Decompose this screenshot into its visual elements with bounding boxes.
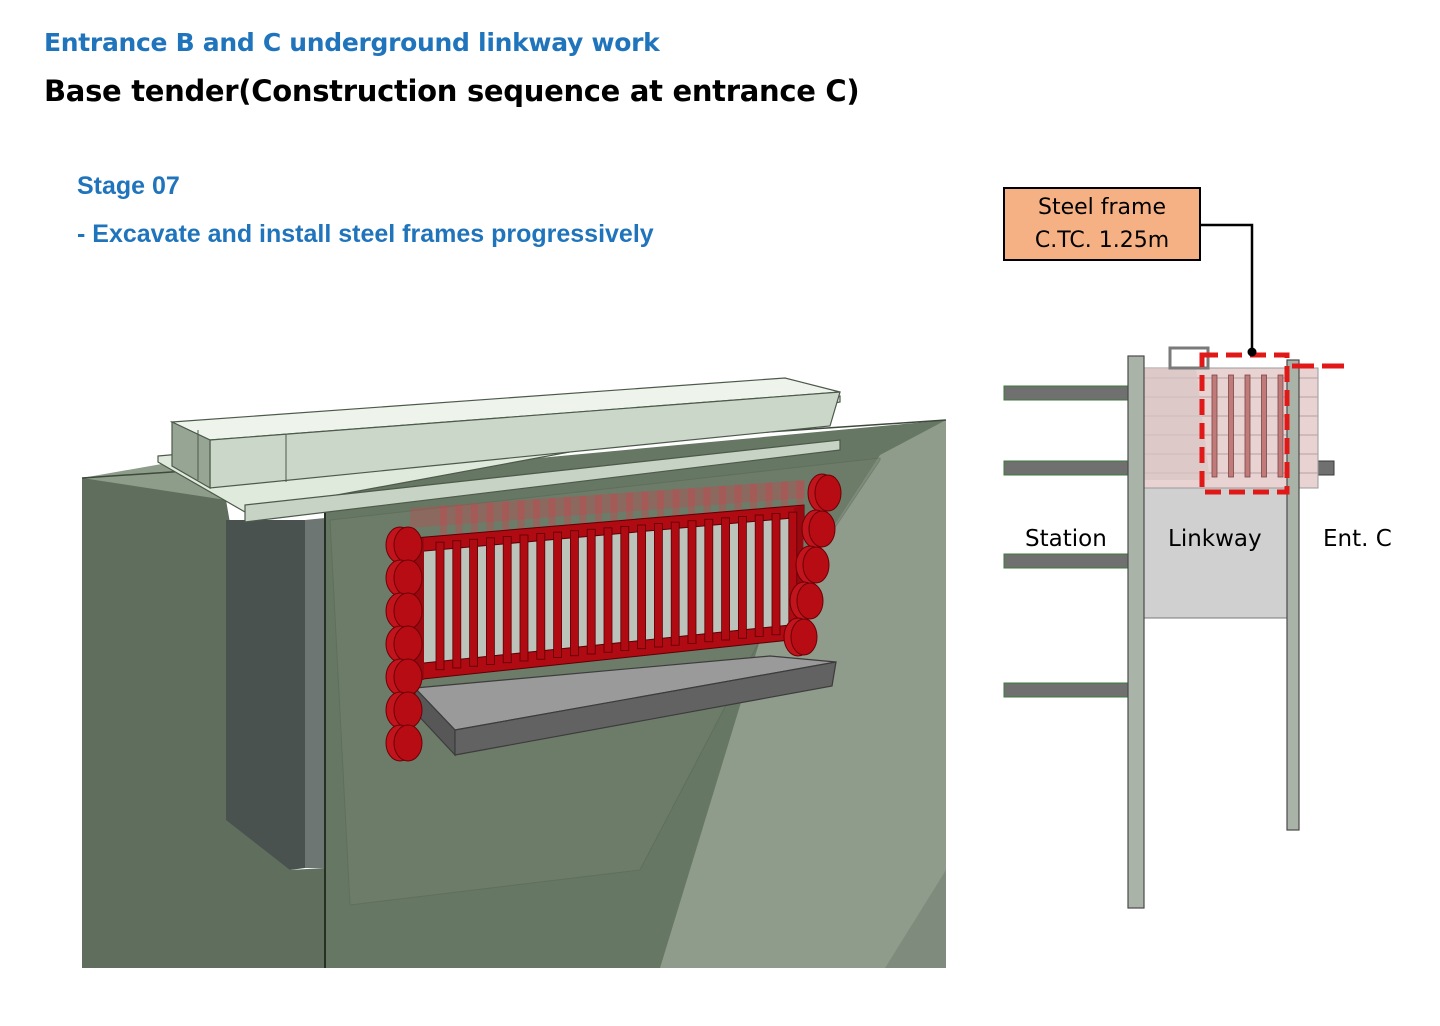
steel-frame-back-posts xyxy=(440,480,804,536)
secant-piles-right xyxy=(783,473,842,657)
soil-wedge xyxy=(1144,368,1210,480)
station-wall-front xyxy=(226,520,305,870)
section-post xyxy=(1211,374,1218,478)
secant-pile-face xyxy=(802,546,830,584)
strut-level-2 xyxy=(1003,460,1129,476)
steel-post xyxy=(536,533,546,660)
secant-pile-face xyxy=(790,618,818,656)
soil-face-light xyxy=(660,420,946,968)
callout-line-1: Steel frame xyxy=(1037,195,1166,220)
linkway-box xyxy=(1143,487,1288,619)
strut-level-3 xyxy=(1003,553,1129,569)
stage-description: - Excavate and install steel frames prog… xyxy=(77,220,654,248)
back-post xyxy=(672,489,680,520)
steel-post xyxy=(771,513,781,636)
secant-piles-left xyxy=(385,526,423,762)
back-post xyxy=(533,499,540,530)
steel-post xyxy=(485,537,495,665)
back-post xyxy=(657,490,664,521)
back-post xyxy=(688,488,695,519)
steel-post xyxy=(603,527,613,653)
label-entrance-c: Ent. C xyxy=(1323,526,1392,552)
strut-level-1 xyxy=(1003,385,1129,401)
diaphragm-wall-entrance xyxy=(1286,359,1300,831)
top-rail xyxy=(1168,346,1210,370)
steel-post xyxy=(553,531,562,658)
section-steel-posts xyxy=(1211,374,1284,478)
base-slab-side xyxy=(454,661,837,756)
soil-strip xyxy=(885,870,946,968)
steel-post xyxy=(519,534,529,662)
callout-leader xyxy=(1201,223,1254,352)
steel-post xyxy=(687,520,697,644)
back-post xyxy=(750,483,757,514)
deck-slab-front xyxy=(244,439,841,523)
back-post xyxy=(579,495,587,526)
back-post xyxy=(486,502,494,533)
steel-post xyxy=(637,524,646,650)
beam-end xyxy=(171,421,211,490)
section-post xyxy=(1244,374,1251,478)
back-post xyxy=(564,497,571,528)
page-subtitle: Base tender(Construction sequence at ent… xyxy=(44,74,860,108)
section-post xyxy=(1277,374,1284,478)
section-post xyxy=(1261,374,1267,478)
back-post xyxy=(641,491,649,522)
back-post xyxy=(703,487,711,518)
back-post xyxy=(626,492,633,523)
stage-title: Stage 07 xyxy=(77,172,180,200)
back-post xyxy=(517,500,525,531)
steel-post xyxy=(654,523,663,648)
steel-post xyxy=(452,540,462,669)
steel-post xyxy=(670,521,680,646)
back-post xyxy=(502,501,509,532)
back-post xyxy=(796,480,804,511)
steel-frame-back xyxy=(410,480,805,528)
secant-pile-face xyxy=(796,582,824,620)
steel-post xyxy=(570,530,579,657)
project-title: Entrance B and C underground linkway wor… xyxy=(44,28,660,57)
steel-post xyxy=(738,516,747,639)
steel-frame-callout: Steel frame C.TC. 1.25m xyxy=(1003,187,1201,261)
back-post xyxy=(719,486,726,517)
back-post xyxy=(781,481,788,512)
back-post xyxy=(548,498,556,529)
station-wall-side xyxy=(305,518,325,868)
back-post xyxy=(595,494,602,525)
steel-post xyxy=(586,528,596,655)
callout-leader-dot xyxy=(1247,347,1257,357)
back-post xyxy=(440,505,447,536)
section-post xyxy=(1228,374,1234,478)
secant-pile-face xyxy=(808,510,836,548)
steel-frame-posts xyxy=(435,511,798,671)
steel-post xyxy=(704,518,714,643)
label-station: Station xyxy=(1025,526,1107,552)
diaphragm-wall-station xyxy=(1127,355,1145,909)
back-post xyxy=(471,503,478,534)
back-post xyxy=(734,484,742,515)
steel-post xyxy=(469,538,479,667)
steel-post xyxy=(502,536,512,664)
steel-frame-highlight xyxy=(1199,352,1290,495)
steel-post xyxy=(435,541,445,671)
steel-post xyxy=(754,514,764,637)
back-post xyxy=(455,504,463,535)
steel-post xyxy=(721,517,730,641)
secant-pile-face xyxy=(814,474,842,512)
back-post xyxy=(610,493,618,524)
callout-line-2: C.TC. 1.25m xyxy=(1034,228,1170,253)
back-post xyxy=(765,482,773,513)
secant-pile-face xyxy=(393,724,423,762)
steel-post xyxy=(620,526,630,651)
label-linkway: Linkway xyxy=(1168,526,1262,552)
strut-level-4 xyxy=(1003,682,1129,698)
